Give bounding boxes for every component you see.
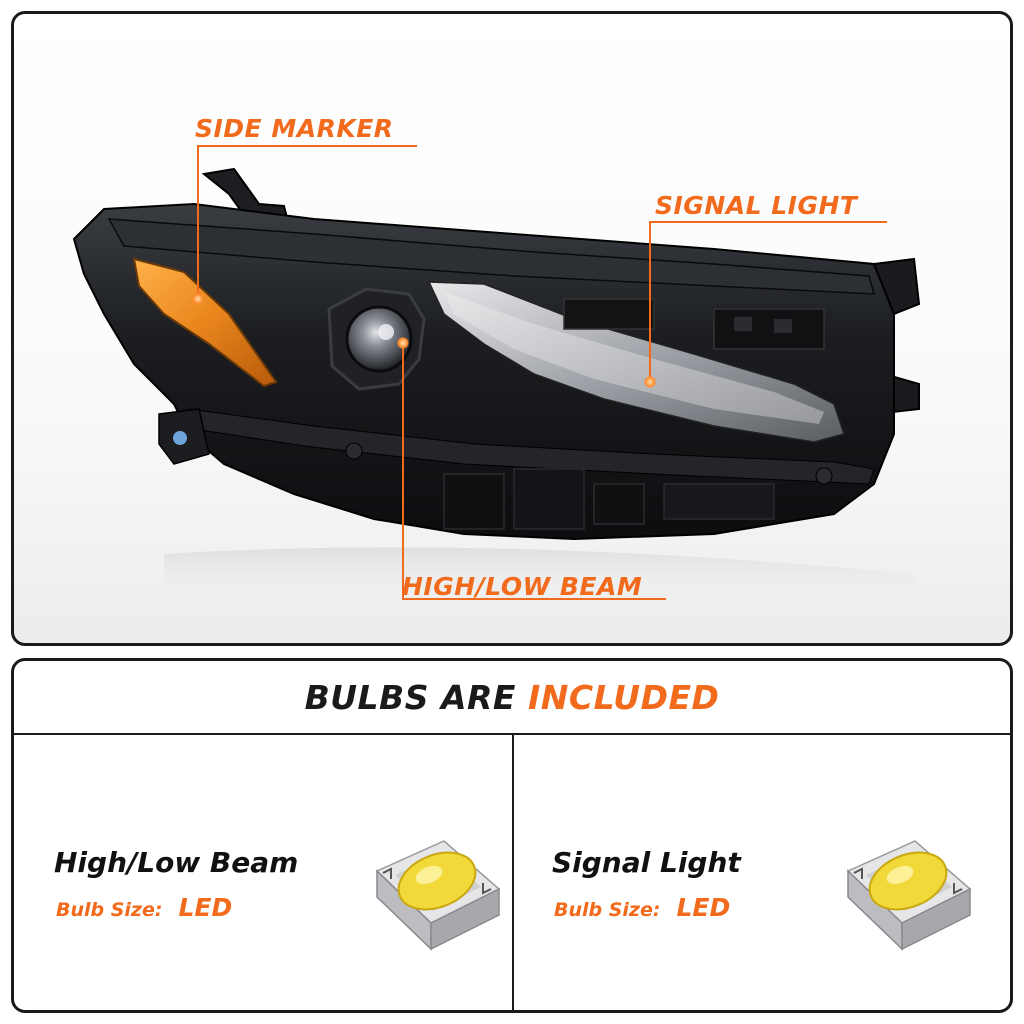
bulbs-header: BULBS ARE INCLUDED [14,661,1010,735]
callout-side-marker-dot [192,293,204,305]
bulb-size-label: Bulb Size: [56,899,163,921]
bulbs-header-prefix: BULBS ARE [304,677,516,717]
callout-high-low-beam-label: HIGH/LOW BEAM [402,572,643,601]
bulb-name: Signal Light [552,846,741,879]
callout-signal-light-underline [649,221,887,223]
bulbs-header-highlight: INCLUDED [527,677,720,717]
led-chip-icon [846,840,972,951]
bulb-size-value: LED [676,893,731,922]
headlight-diagram-panel: SIDE MARKER SIGNAL LIGHT HIGH/LOW BEAM [11,11,1013,646]
callout-signal-light-dot [644,376,656,388]
bulb-size: Bulb Size: LED [554,893,730,922]
bulb-name: High/Low Beam [54,846,299,879]
bulb-size-value: LED [178,893,233,922]
callout-side-marker-underline [197,145,417,147]
callout-high-low-beam-dot [397,337,409,349]
callout-signal-light-label: SIGNAL LIGHT [655,191,858,220]
bulbs-header-text: BULBS ARE INCLUDED [305,678,720,717]
bulb-size: Bulb Size: LED [56,893,232,922]
callout-side-marker-label: SIDE MARKER [195,114,394,143]
cell-divider [512,735,514,1010]
bulb-size-label: Bulb Size: [554,899,661,921]
callout-side-marker-leader [197,145,199,300]
callout-high-low-beam-underline [402,598,666,600]
callout-high-low-beam-leader [402,342,404,598]
callout-signal-light-leader [649,221,651,381]
headlight-image [72,167,921,614]
bulbs-info-panel: BULBS ARE INCLUDED High/Low Beam Bulb Si… [11,658,1013,1013]
led-chip-icon [375,840,501,951]
